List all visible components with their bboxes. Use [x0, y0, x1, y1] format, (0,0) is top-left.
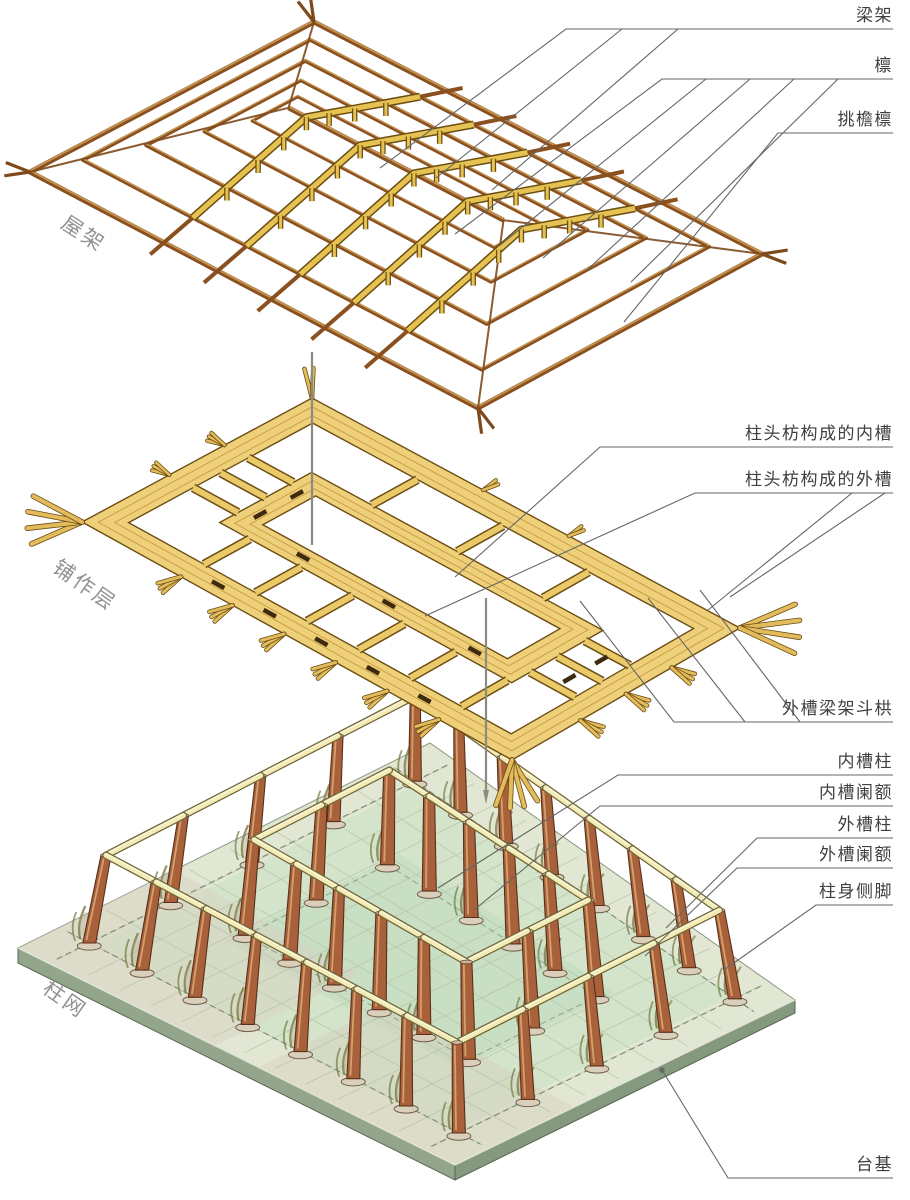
bracket-layer [24, 352, 803, 811]
roof-frame-layer [4, 0, 788, 434]
callout-inner-columns: 内槽柱 [837, 752, 893, 772]
callout-beam-frame: 梁架 [856, 6, 893, 26]
leader-lines [379, 28, 893, 1179]
callout-platform: 台基 [856, 1155, 893, 1175]
callout-inner-architrave: 内槽阑额 [819, 783, 893, 803]
callout-bracket-sets: 外槽梁架斗栱 [782, 699, 893, 719]
callout-purlin: 檩 [874, 56, 893, 76]
column-grid-layer [16, 692, 796, 1181]
callout-outer-architrave: 外槽阑额 [819, 845, 893, 865]
callout-eave-purlin: 挑檐檩 [837, 110, 893, 130]
callout-outer-columns: 外槽柱 [837, 815, 893, 835]
callout-column-batter: 柱身侧脚 [819, 882, 893, 902]
callout-outer-trough: 柱头枋构成的外槽 [745, 470, 893, 490]
callout-inner-trough: 柱头枋构成的内槽 [745, 424, 893, 444]
